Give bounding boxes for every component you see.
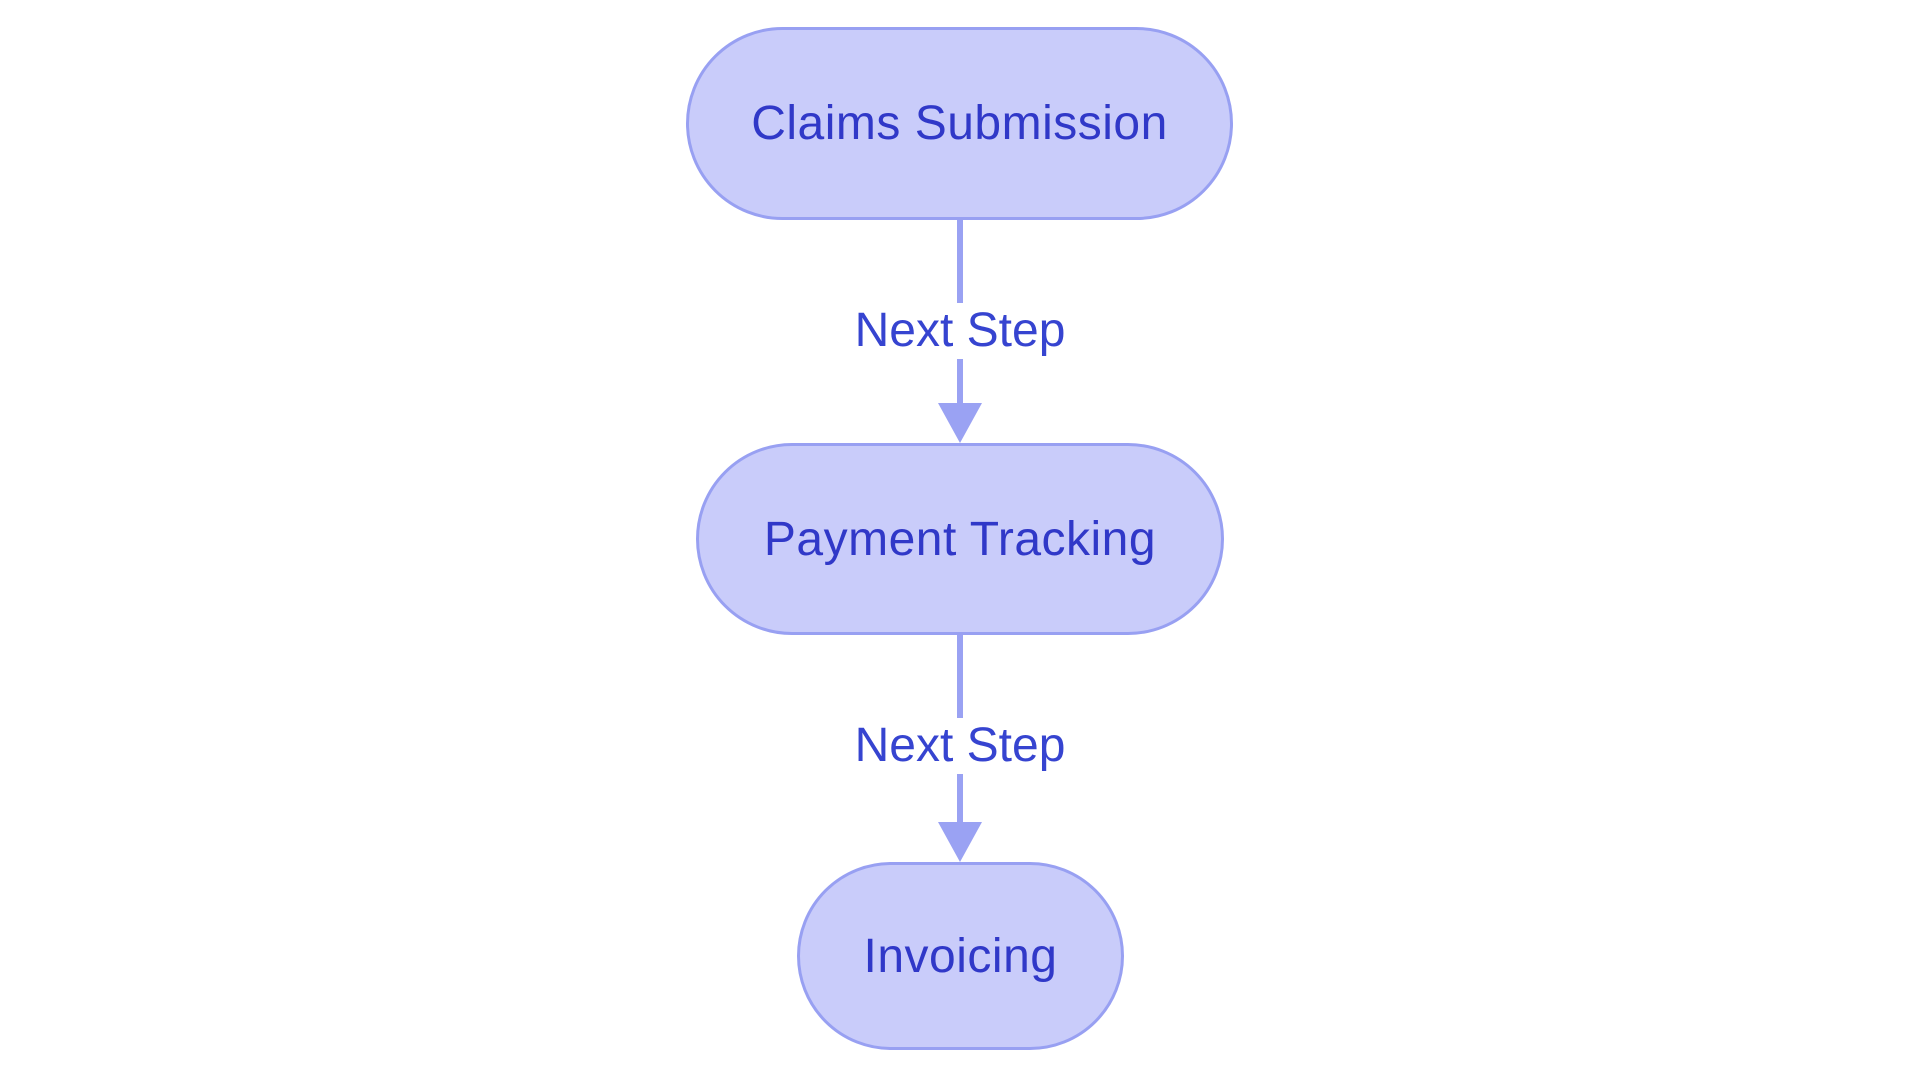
node-label: Invoicing [863, 929, 1058, 983]
edge-label-next-step-1: Next Step [846, 303, 1074, 359]
node-label: Claims Submission [751, 97, 1168, 150]
node-label: Payment Tracking [763, 512, 1157, 566]
node-claims-submission: Claims Submission [686, 27, 1233, 220]
node-invoicing: Invoicing [797, 862, 1124, 1050]
node-payment-tracking: Payment Tracking [696, 443, 1224, 635]
edge-label-next-step-2: Next Step [846, 718, 1074, 774]
arrowhead-down-icon [938, 403, 982, 443]
arrowhead-down-icon [938, 822, 982, 862]
